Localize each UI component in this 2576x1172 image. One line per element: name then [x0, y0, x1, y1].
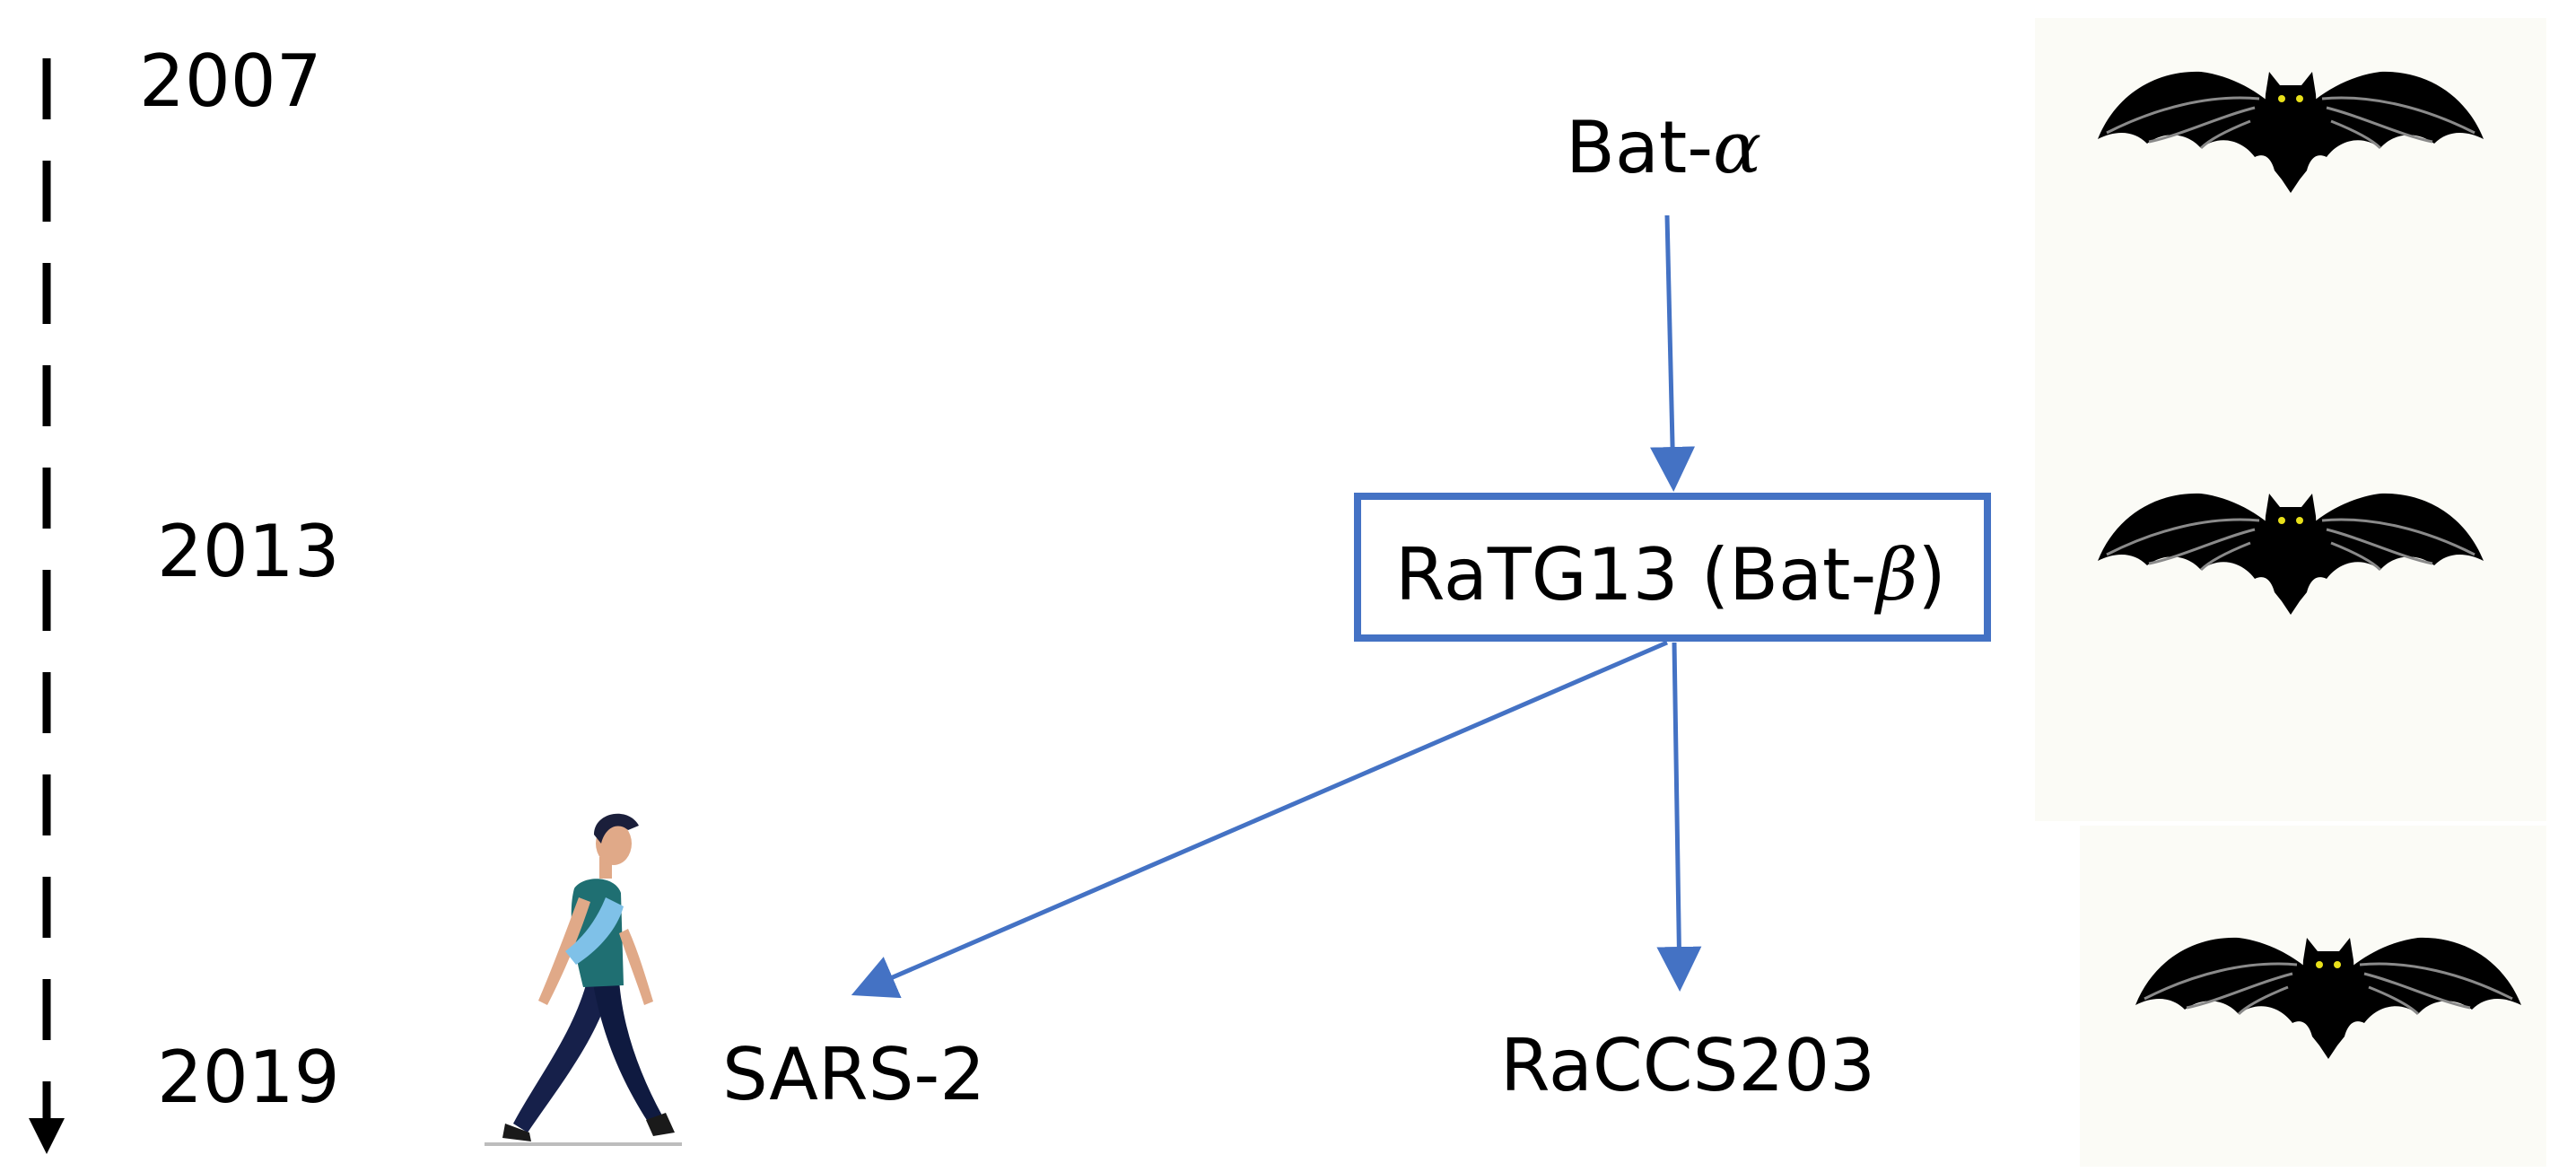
- year-label-2019: 2019: [157, 1036, 340, 1119]
- node-bat-alpha: Bat-α: [1566, 106, 1761, 189]
- node-sars2: SARS-2: [722, 1033, 985, 1116]
- year-label-2013: 2013: [157, 510, 340, 593]
- node-raccs203: RaCCS203: [1500, 1024, 1875, 1107]
- year-label-2007: 2007: [139, 39, 322, 123]
- edge-ratg13-to-raccs203: [1656, 642, 1702, 992]
- node-ratg13-label: RaTG13 (Bat-β): [1395, 533, 1946, 617]
- edge-ratg13-to-sars2: [851, 640, 1668, 999]
- walking-person-icon: [485, 813, 682, 1146]
- edge-bat-alpha-to-ratg13: [1650, 214, 1696, 492]
- node-ratg13-box: [1354, 493, 1991, 642]
